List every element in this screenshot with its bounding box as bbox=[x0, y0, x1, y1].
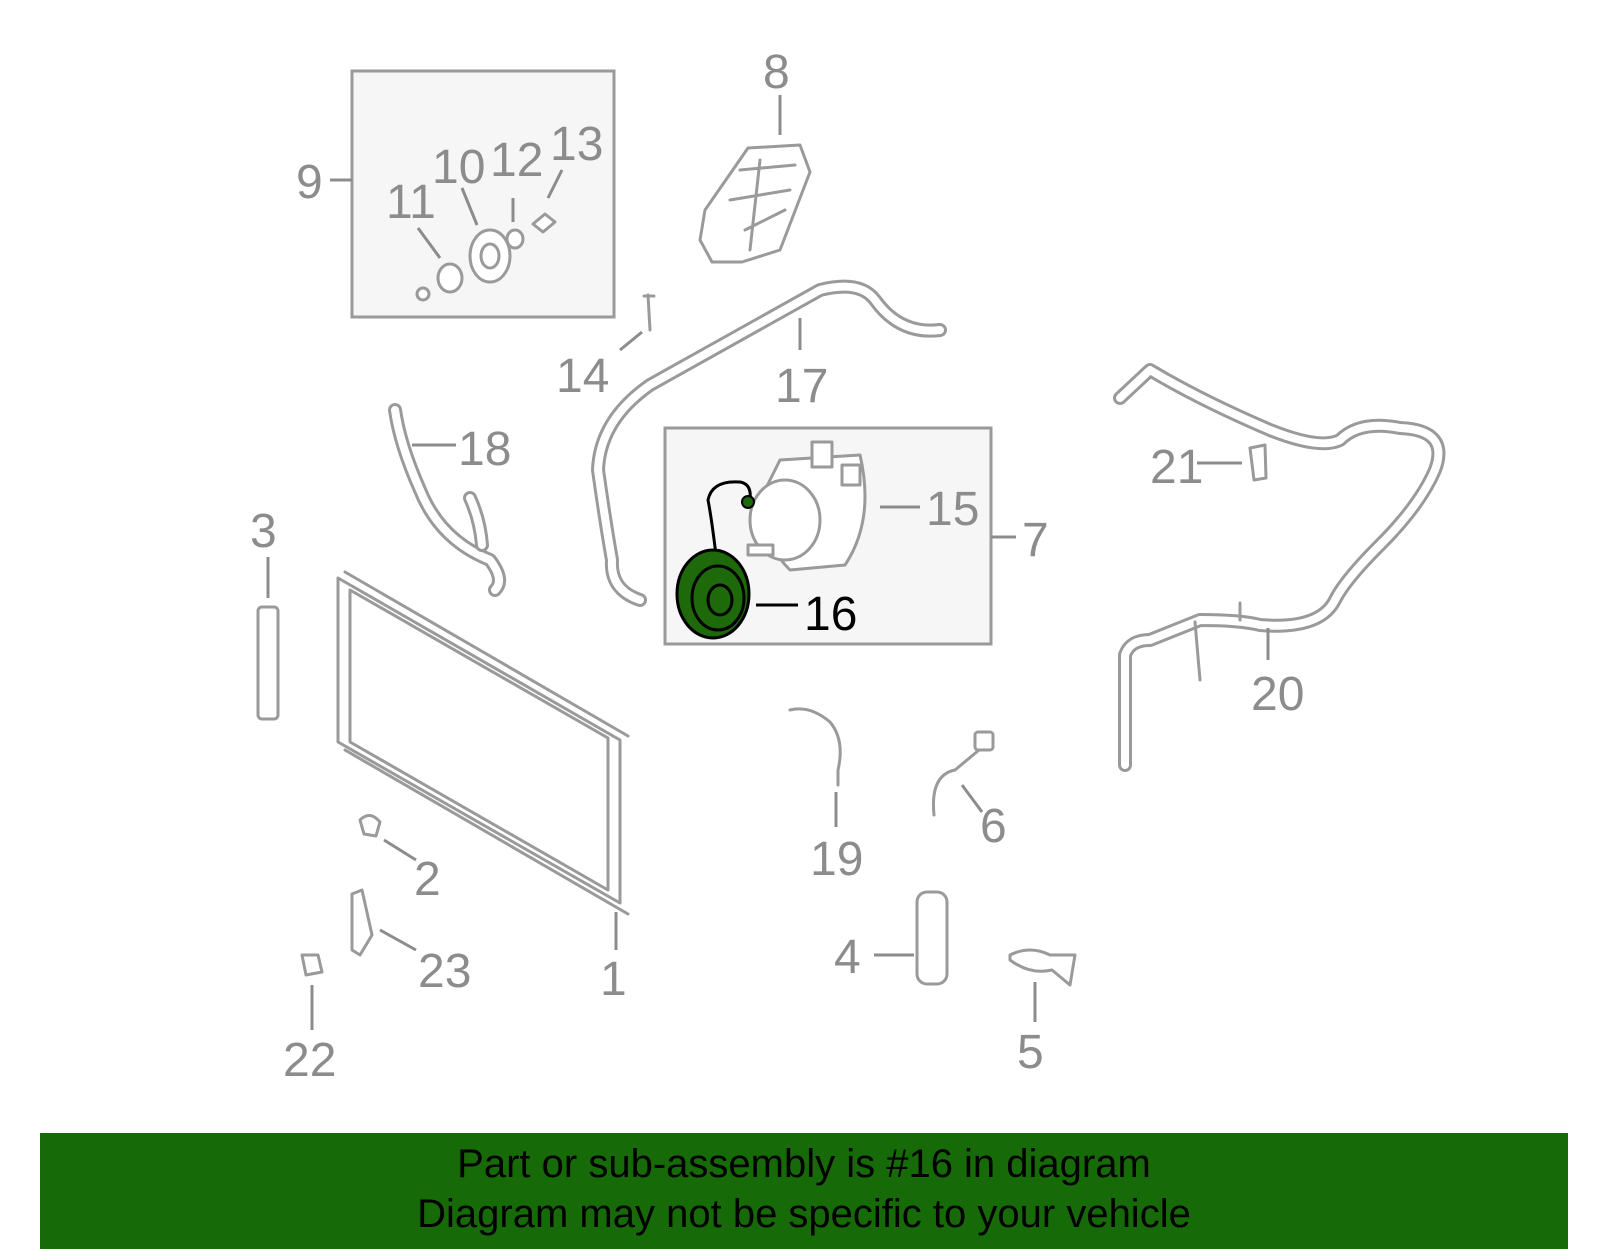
hose-19 bbox=[788, 707, 842, 787]
bracket-5 bbox=[1008, 948, 1077, 987]
info-banner: Part or sub-assembly is #16 in diagram D… bbox=[40, 1133, 1568, 1249]
bracket-23 bbox=[350, 888, 374, 957]
bolt-14 bbox=[642, 293, 656, 332]
callout-6: 6 bbox=[980, 800, 1007, 853]
callout-18: 18 bbox=[458, 423, 511, 476]
callout-21: 21 bbox=[1150, 441, 1203, 494]
callout-23: 23 bbox=[418, 945, 471, 998]
callout-3: 3 bbox=[250, 505, 277, 558]
callout-14: 14 bbox=[556, 350, 609, 403]
banner-line-part-number: Part or sub-assembly is #16 in diagram bbox=[457, 1142, 1151, 1186]
clip-22 bbox=[300, 953, 324, 977]
callout-12: 12 bbox=[490, 134, 543, 187]
hose-18 bbox=[388, 403, 506, 597]
banner-line-disclaimer: Diagram may not be specific to your vehi… bbox=[417, 1192, 1191, 1236]
clutch-16-highlighted bbox=[675, 480, 755, 640]
callout-20: 20 bbox=[1251, 668, 1304, 721]
callout-8: 8 bbox=[763, 46, 790, 99]
callout-16-highlighted: 16 bbox=[804, 588, 857, 641]
hose-17 bbox=[591, 279, 947, 607]
callout-9: 9 bbox=[296, 156, 323, 209]
clip-2 bbox=[358, 814, 382, 838]
callout-17: 17 bbox=[775, 360, 828, 413]
clip-21 bbox=[1248, 443, 1268, 482]
callout-4: 4 bbox=[834, 931, 861, 984]
receiver-drier-3 bbox=[256, 605, 280, 721]
condenser-1 bbox=[336, 570, 630, 916]
callout-2: 2 bbox=[414, 853, 441, 906]
callout-5: 5 bbox=[1017, 1026, 1044, 1079]
callout-10: 10 bbox=[432, 141, 485, 194]
compressor-15 bbox=[746, 440, 867, 572]
callout-7: 7 bbox=[1022, 514, 1049, 567]
receiver-4 bbox=[915, 890, 949, 986]
callout-15: 15 bbox=[926, 483, 979, 536]
callout-13: 13 bbox=[550, 118, 603, 171]
line-20 bbox=[1113, 363, 1446, 772]
sensor-6 bbox=[931, 743, 987, 817]
pulley-kit-parts bbox=[415, 212, 557, 302]
callout-19: 19 bbox=[810, 833, 863, 886]
callout-1: 1 bbox=[600, 953, 627, 1006]
callout-11: 11 bbox=[386, 176, 436, 229]
callout-22: 22 bbox=[283, 1034, 336, 1087]
